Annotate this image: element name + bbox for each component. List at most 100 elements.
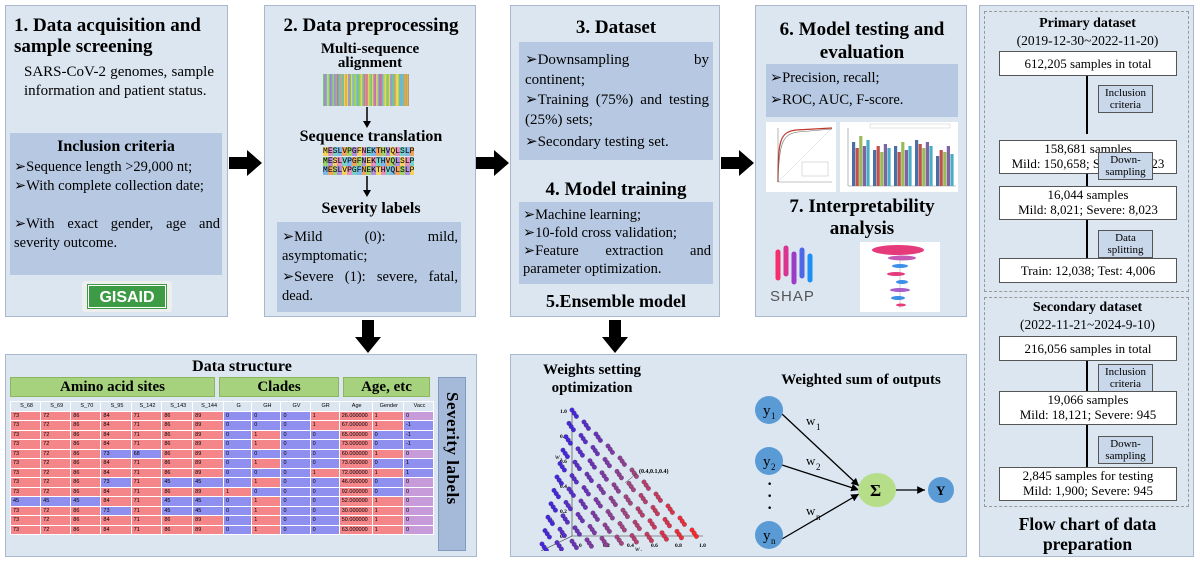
table-cell: 1 xyxy=(251,496,282,507)
panel7-title: 7. Interpretability analysis xyxy=(789,196,935,239)
flow-box-downsampled-split: Mild: 8,021; Severe: 8,023 xyxy=(1018,202,1158,217)
panel-data-acquisition: 1. Data acquisition and sample screening… xyxy=(5,5,228,317)
flow-box-train-test: Train: 12,038; Test: 4,006 xyxy=(999,258,1177,283)
table-cell: 0 xyxy=(280,429,311,440)
table-cell: 0 xyxy=(280,515,311,526)
table-cell: 0 xyxy=(251,486,282,497)
flow-box-secondary-total: 216,056 samples in total xyxy=(999,336,1177,361)
table-cell: 89 xyxy=(192,486,224,497)
table-cell: 71 xyxy=(130,458,163,469)
table-cell: 1 xyxy=(371,448,404,459)
table-cell: 0 xyxy=(309,486,340,497)
ellipsis-dot: · xyxy=(767,488,772,505)
table-cell: 0 xyxy=(402,496,434,507)
table-cell: 1 xyxy=(309,467,340,478)
metrics-bar xyxy=(925,142,929,186)
table-cell: 72 xyxy=(40,477,72,488)
table-header-cell: S_143 xyxy=(161,401,194,412)
model-output-node-subscript: 1 xyxy=(771,411,776,421)
metrics-bar xyxy=(936,156,940,186)
panel1-desc: SARS-CoV-2 genomes, sample information a… xyxy=(24,64,214,99)
severity-label-mild: ➢Mild (0): mild, asymptomatic; xyxy=(282,229,458,264)
table-cell: 86 xyxy=(161,515,194,526)
table-cell: 86 xyxy=(70,439,102,450)
axis-tick-label: 0 xyxy=(579,543,582,549)
residue-letter: S xyxy=(400,147,405,156)
table-cell: 86 xyxy=(70,410,102,421)
metrics-bar xyxy=(901,142,905,186)
scatter-point xyxy=(609,450,615,455)
scatter-point xyxy=(603,542,609,548)
table-cell: 84 xyxy=(100,420,132,431)
z-axis-label-subscript: 2 xyxy=(560,457,562,462)
table-cell: 0 xyxy=(251,420,282,431)
scatter-point xyxy=(547,534,552,540)
model-output-node-label: y xyxy=(763,403,771,419)
metrics-bar xyxy=(943,152,947,186)
flow-box-secondary-filtered-split: Mild: 18,121; Severe: 945 xyxy=(1019,407,1157,422)
flow-box-downsampled: 16,044 samples Mild: 8,021; Severe: 8,02… xyxy=(999,186,1177,220)
dataset-item: ➢Downsampling by continent; xyxy=(525,52,709,88)
table-cell: 73 xyxy=(10,429,42,440)
table-cell: 71 xyxy=(130,410,163,421)
shap-logo-text: SHAP xyxy=(770,288,815,305)
table-cell: 72 xyxy=(40,448,72,459)
severity-labels-side-text: Severity labels xyxy=(443,392,462,505)
model-output-node-label: y xyxy=(763,454,771,470)
flow-box-secondary-filtered-count: 19,066 samples xyxy=(1047,392,1129,407)
table-cell: 0 xyxy=(251,448,282,459)
table-cell: 0 xyxy=(309,458,340,469)
axis-tick-label: 0.8 xyxy=(675,543,682,549)
residue-letter: Q xyxy=(390,156,396,166)
scatter-point xyxy=(580,452,585,458)
dataset-box: ➢Downsampling by continent; ➢Training (7… xyxy=(519,42,713,160)
metrics-bar xyxy=(897,152,901,186)
group-header-clades: Clades xyxy=(219,377,339,397)
residue-letter: S xyxy=(400,166,405,175)
scatter-point xyxy=(639,512,645,518)
weight-label-subscript: 2 xyxy=(816,462,821,472)
residue-letter: P xyxy=(409,147,415,156)
protein-sequence-image: MESLVPGFNEKTHVQLSLP MESLVPGFNEKTHVQLSLP … xyxy=(323,147,423,176)
table-cell: 1 xyxy=(309,410,340,421)
table-cell: 86 xyxy=(70,458,102,469)
arrow-down-icon xyxy=(363,107,371,128)
residue-letter: N xyxy=(361,156,367,166)
table-cell: 89 xyxy=(192,467,224,478)
flow-connector xyxy=(1086,425,1088,467)
scatter-point xyxy=(583,504,588,510)
weight-edge xyxy=(781,493,860,540)
model-output-node-label: y xyxy=(763,528,771,544)
table-cell: 0 xyxy=(222,505,253,516)
table-cell: 86 xyxy=(161,486,194,497)
axis-tick-label: 0.8 xyxy=(560,434,567,440)
table-cell: 0 xyxy=(222,448,253,459)
scatter-point xyxy=(574,545,579,551)
table-cell: 73.000000 xyxy=(338,458,373,469)
metrics-bar xyxy=(922,148,926,186)
axis-tick-label: 0.6 xyxy=(560,459,567,465)
weights-scatter-3d-image: 1.00.80.60.40.2000.20.40.60.81.0w1w2w3(0… xyxy=(539,407,706,551)
residue-letter: N xyxy=(361,166,367,175)
table-cell: 86 xyxy=(161,410,194,421)
scatter-point xyxy=(571,492,576,498)
weights-optimization-title: Weights setting optimization xyxy=(543,362,641,396)
residue-letter: G xyxy=(351,156,357,166)
protein-sequence-line: MESLVPGFNEKTHVQLSLP xyxy=(323,147,423,157)
msa-image xyxy=(323,74,409,106)
table-cell: 0 xyxy=(222,420,253,431)
table-cell: 72 xyxy=(40,515,72,526)
scatter-point xyxy=(633,539,639,545)
weight-edge xyxy=(781,413,860,487)
weight-label-subscript: n xyxy=(816,512,821,522)
residue-letter: E xyxy=(366,156,372,166)
table-header-cell: S_68 xyxy=(10,401,42,412)
scatter-point xyxy=(621,527,627,533)
scatter-point xyxy=(681,521,687,527)
sum-node xyxy=(858,473,896,507)
